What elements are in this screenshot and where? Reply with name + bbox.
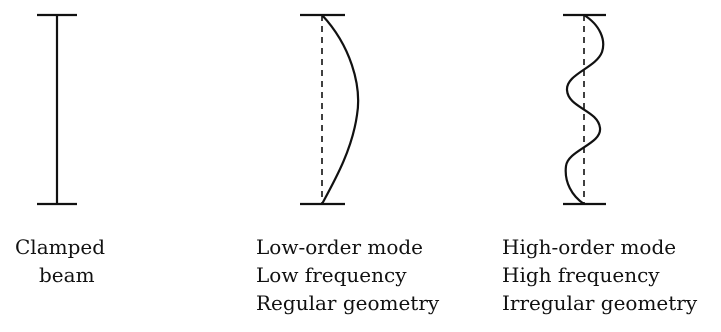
mode-shape-curve (321, 14, 360, 205)
clamped-caption-line-1: Clamped (15, 235, 106, 259)
low-order-caption-line-1: Low-order mode (256, 235, 424, 259)
high-order-mode-panel (563, 13, 606, 206)
mode-shape-curve (564, 14, 605, 205)
clamped-beam-panel (37, 13, 77, 206)
high-order-caption-line-2: High frequency (502, 263, 660, 287)
high-order-caption-line-1: High-order mode (502, 235, 677, 259)
low-order-caption-line-3: Regular geometry (256, 291, 440, 315)
high-order-caption-line-3: Irregular geometry (502, 291, 698, 315)
clamped-caption-line-2: beam (39, 263, 95, 287)
low-order-mode-panel (300, 13, 360, 206)
low-order-caption-line-2: Low frequency (256, 263, 407, 287)
